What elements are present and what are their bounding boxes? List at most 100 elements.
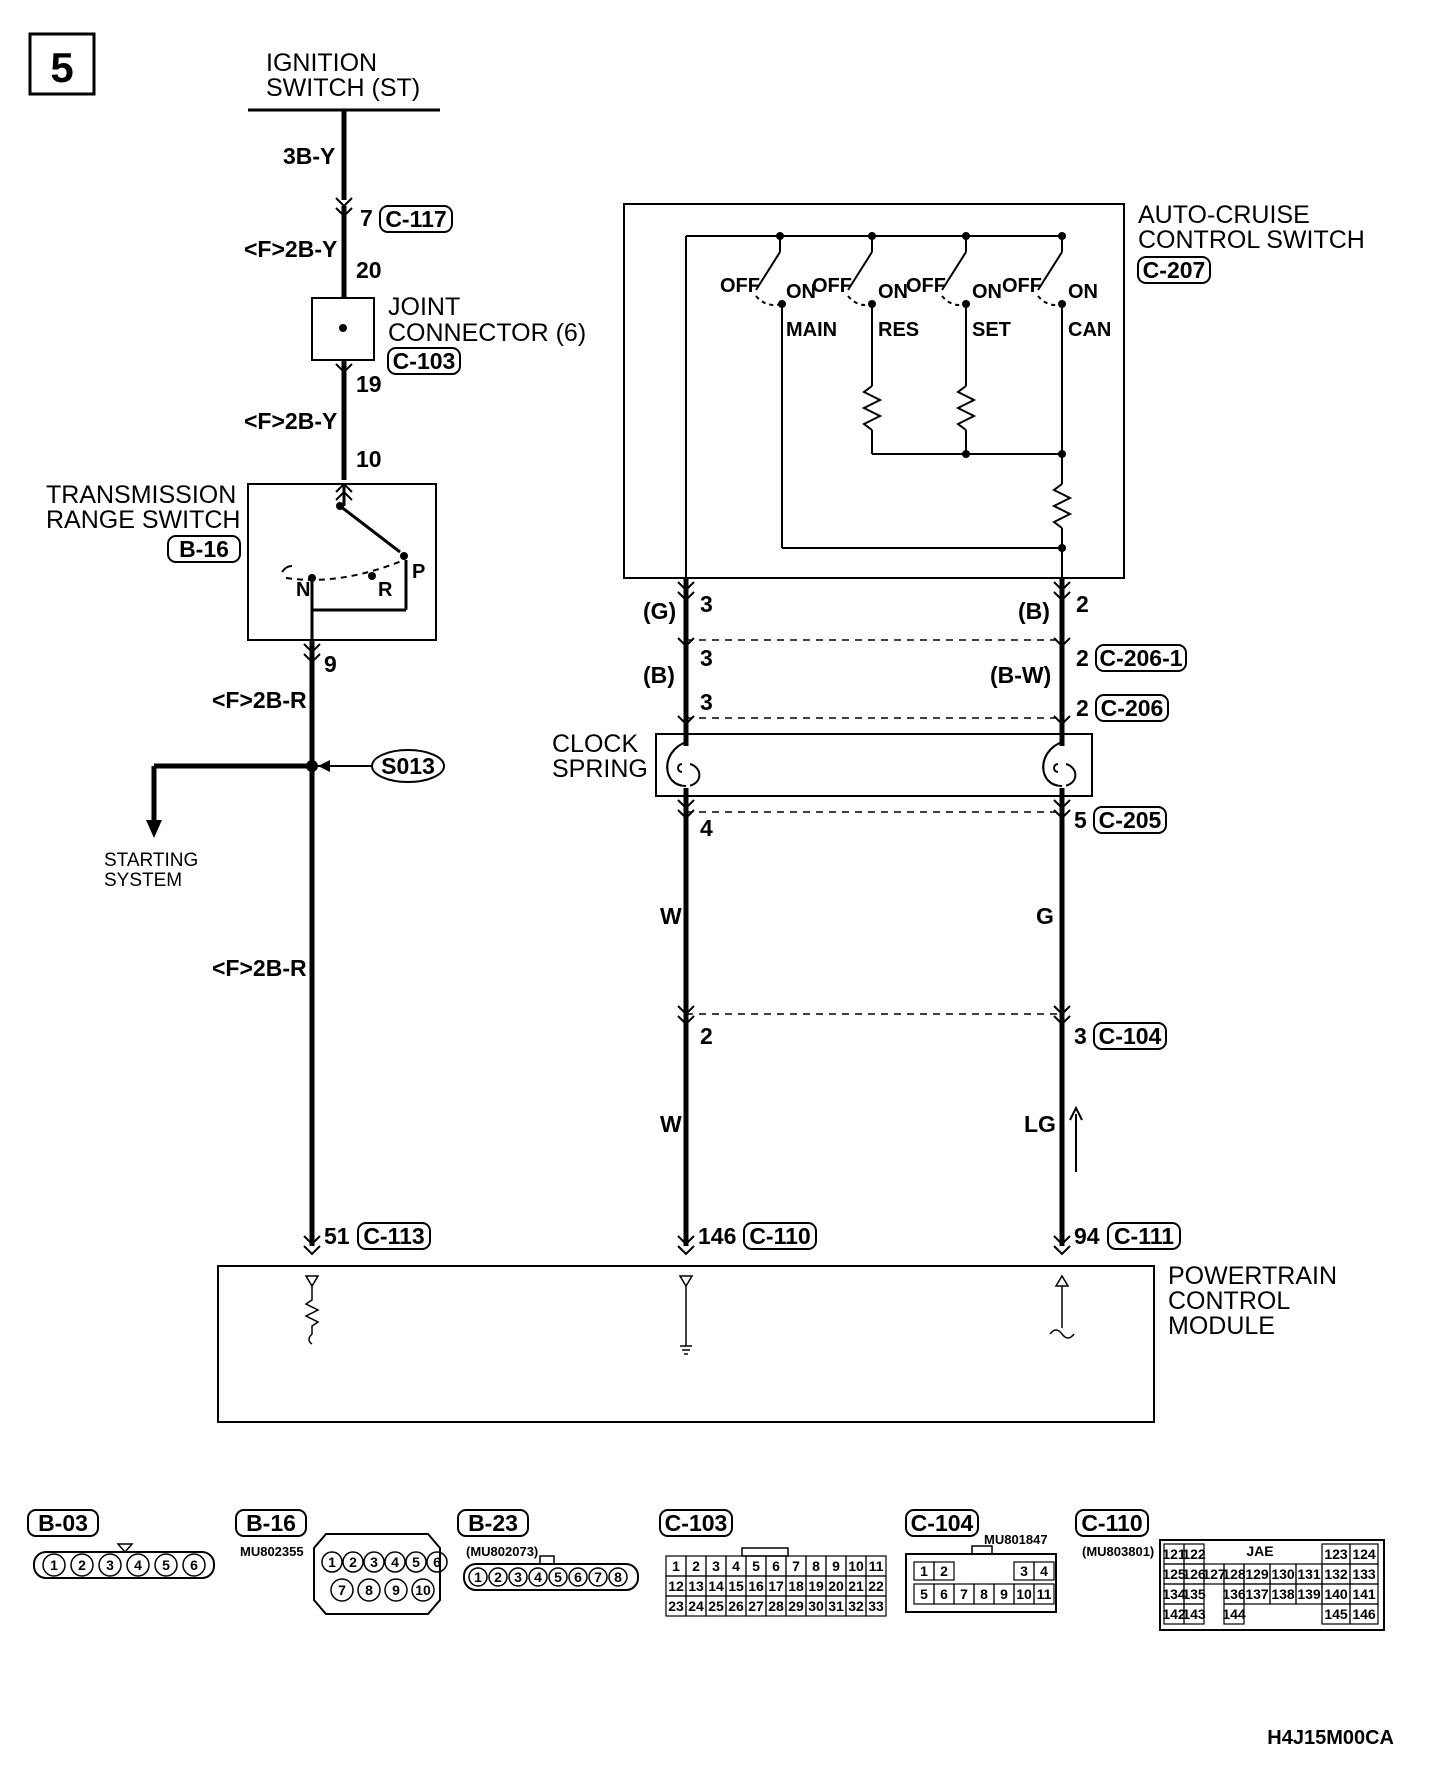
connector-tag-c207: C-207: [1143, 257, 1206, 283]
page-code: H4J15M00CA: [1267, 1727, 1394, 1749]
b16-pin-6: [426, 1551, 448, 1573]
b03-pin-6: [182, 1553, 206, 1577]
b16-pin-label-7: 7: [338, 1582, 346, 1598]
legend-b23-key: [539, 1555, 555, 1565]
b16-pin-label-4: 4: [391, 1554, 399, 1570]
legend-b03-tag-box: [27, 1509, 99, 1537]
switch-can-name: CAN: [1068, 319, 1111, 341]
c103-cell-label-14: 14: [708, 1578, 724, 1594]
pin-left-3b: 3: [700, 645, 713, 671]
wire-label-g-top: (G): [643, 598, 676, 624]
legend-c110-part: (MU803801): [1082, 1544, 1154, 1559]
c103-cell-label-20: 20: [828, 1578, 844, 1594]
b23-pin-3: [508, 1567, 528, 1587]
clock-spring-box: [655, 733, 1093, 797]
b03-pin-3: [98, 1553, 122, 1577]
c110-cell-label-122: 122: [1182, 1546, 1206, 1562]
switch-res: OFF ON RES: [812, 232, 919, 341]
wire-label-f2b-r-2: <F>2B-R: [212, 955, 307, 981]
c110-cell-label-140: 140: [1324, 1586, 1348, 1602]
pin-94: 94: [1074, 1223, 1100, 1249]
joint-connector-dot: [339, 324, 347, 332]
b16-pin-label-8: 8: [365, 1582, 373, 1598]
c110-cell-label-136: 136: [1222, 1586, 1246, 1602]
connector-tag-c2061: C-206-1: [1099, 645, 1182, 671]
c110-cell-label-134: 134: [1162, 1586, 1186, 1602]
connector-tag-c111-box: [1107, 1222, 1181, 1250]
c103-cell-label-17: 17: [768, 1578, 784, 1594]
c103-cell-label-27: 27: [748, 1598, 764, 1614]
c103-cell-label-12: 12: [668, 1578, 684, 1594]
c110-cell-label-135: 135: [1182, 1586, 1206, 1602]
b23-pin-1: [468, 1567, 488, 1587]
c104-cell-label-7: 7: [960, 1586, 968, 1602]
c104-cell-label-2: 2: [940, 1563, 948, 1579]
c110-cell-label-141: 141: [1352, 1586, 1376, 1602]
c110-cell-label-121: 121: [1162, 1546, 1186, 1562]
set-resistor: [955, 385, 977, 431]
switch-main-on: ON: [786, 281, 816, 303]
b03-pin-label-2: 2: [78, 1557, 86, 1573]
switch-exit-arrows-left: [677, 581, 695, 602]
c2061-arrows-right: [1053, 637, 1071, 648]
pcm-arrow-51: [303, 1235, 321, 1256]
b16-pin-9: [384, 1578, 408, 1602]
c103-cell: [865, 1595, 887, 1617]
pin-left-3a: 3: [700, 591, 713, 617]
connector-tag-c206-box: [1095, 694, 1169, 722]
legend-c110-tag-box: [1075, 1509, 1149, 1537]
c103-cell-label-15: 15: [728, 1578, 744, 1594]
c103-cell-label-2: 2: [692, 1558, 700, 1574]
connector-tag-c103-box: [387, 347, 461, 375]
trs-label-2: RANGE SWITCH: [46, 506, 240, 534]
legend-b16-tag-box: [235, 1509, 307, 1537]
c110-cell: [1223, 1603, 1245, 1625]
c103-cell-label-9: 9: [832, 1558, 840, 1574]
c103-cell-label-23: 23: [668, 1598, 684, 1614]
c110-cell-label-133: 133: [1352, 1566, 1376, 1582]
b23-pin-7: [588, 1567, 608, 1587]
connector-tag-c110: C-110: [749, 1223, 810, 1249]
legend-b23-tag: B-23: [468, 1510, 518, 1536]
c104-cell: [1033, 1561, 1055, 1581]
ignition-switch-label-2: SWITCH (ST): [266, 74, 420, 102]
wire-label-f2b-y-1: <F>2B-Y: [244, 236, 337, 262]
b16-pin-label-10: 10: [415, 1582, 431, 1598]
b16-pin-label-5: 5: [412, 1554, 420, 1570]
pcm-label-3: MODULE: [1168, 1312, 1275, 1340]
c110-cell: [1349, 1603, 1379, 1625]
switch-res-on: ON: [878, 281, 908, 303]
c110-cell-label-143: 143: [1182, 1606, 1206, 1622]
c110-cell-label-126: 126: [1182, 1566, 1206, 1582]
b16-pin-label-6: 6: [433, 1554, 441, 1570]
connector-tag-c104: C-104: [1099, 1023, 1162, 1049]
clock-spring-label-2: SPRING: [552, 755, 648, 783]
c110-cell-label-138: 138: [1271, 1586, 1295, 1602]
c103-cell-label-26: 26: [728, 1598, 744, 1614]
switch-can-blade: [1037, 251, 1063, 291]
c103-cell-label-5: 5: [752, 1558, 760, 1574]
b16-pin-7: [330, 1578, 354, 1602]
page-number: 5: [50, 44, 73, 91]
c104-cell-label-11: 11: [1037, 1586, 1052, 1602]
c103-cell-label-29: 29: [788, 1598, 804, 1614]
connector-tag-c110-box: [743, 1222, 817, 1250]
wire-label-b-w: (B-W): [990, 662, 1051, 688]
b23-pin-label-4: 4: [534, 1569, 542, 1585]
pin-9: 9: [324, 651, 337, 677]
c103-cell-label-11: 11: [869, 1558, 884, 1574]
c103-cell-label-1: 1: [672, 1558, 680, 1574]
c103-cell-label-33: 33: [868, 1598, 884, 1614]
switch-can-off: OFF: [1002, 275, 1042, 297]
b03-pin-4: [126, 1553, 150, 1577]
switch-main-off: OFF: [720, 275, 760, 297]
c103-cell-label-6: 6: [772, 1558, 780, 1574]
trs-label-1: TRANSMISSION: [46, 481, 236, 509]
connector-tag-b16-box: [167, 535, 241, 563]
pcm-label-1: POWERTRAIN: [1168, 1262, 1337, 1290]
b16-pin-1: [321, 1551, 343, 1573]
c103-cell-label-7: 7: [792, 1558, 800, 1574]
wire-label-b-right-top: (B): [1018, 598, 1050, 624]
switch-main-name: MAIN: [786, 319, 837, 341]
